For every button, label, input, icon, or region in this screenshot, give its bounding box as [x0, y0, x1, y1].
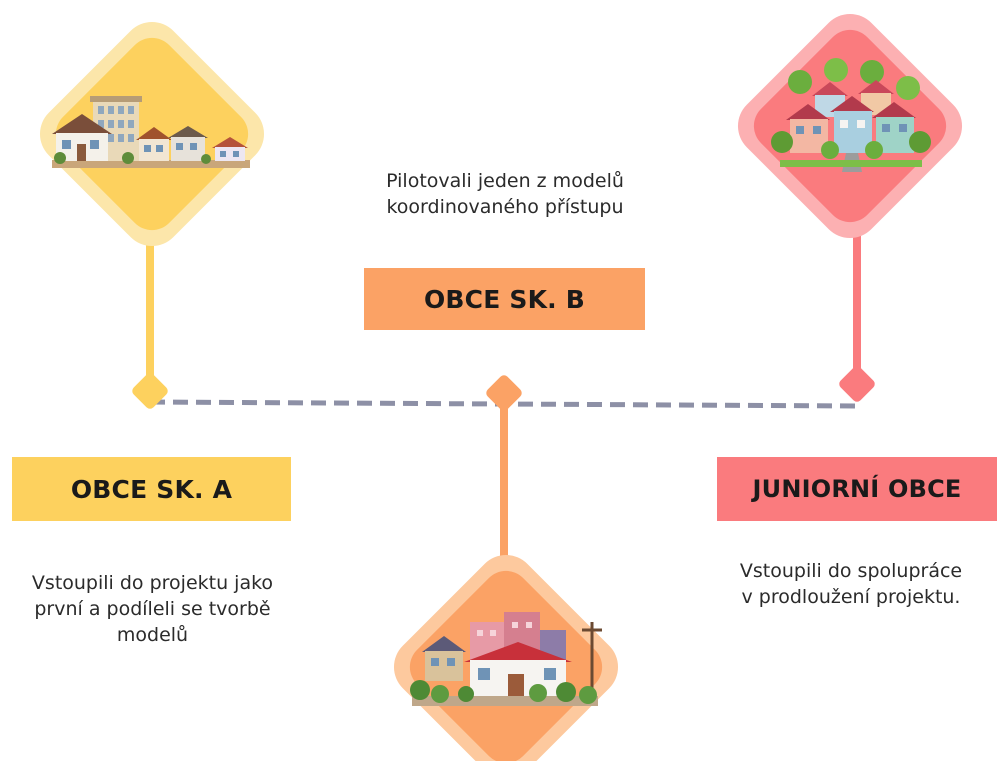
junior-description: Vstoupili do spolupráce v prodloužení pr… — [739, 560, 963, 608]
group-b-title-box: OBCE SK. B — [364, 268, 645, 330]
junior-title-box: JUNIORNÍ OBCE — [717, 457, 997, 521]
junior-node — [737, 13, 963, 402]
group-a-description: Vstoupili do projektu jako první a podíl… — [31, 572, 274, 646]
group-a-title: OBCE SK. A — [70, 474, 233, 504]
group-b-description: Pilotovali jeden z modelů koordinovaného… — [386, 170, 624, 218]
town-houses-icon — [52, 96, 250, 168]
group-b-title: OBCE SK. B — [423, 284, 586, 314]
group-a-title-box: OBCE SK. A — [12, 457, 291, 521]
junior-title: JUNIORNÍ OBCE — [752, 475, 962, 503]
suburban-house-icon — [410, 612, 602, 706]
village-houses-icon — [771, 58, 931, 172]
group-a-node — [39, 21, 265, 409]
